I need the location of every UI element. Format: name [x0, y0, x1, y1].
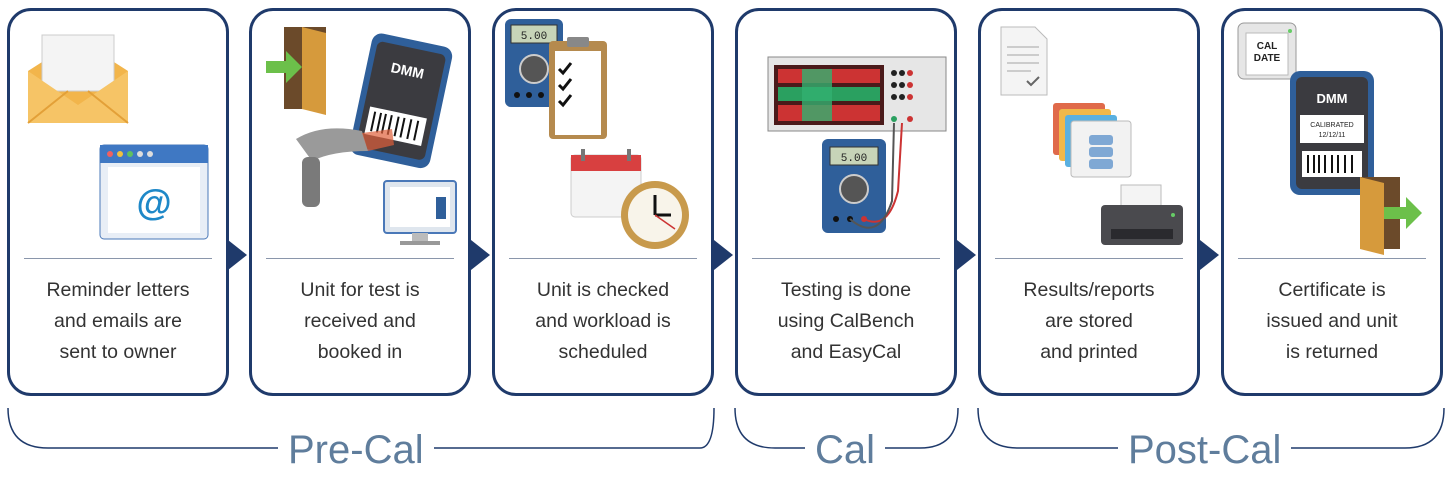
flow-arrow [1200, 240, 1219, 270]
certificate-illustration: CAL DATE DMM CALIBRATED 12/12/11 [1237, 22, 1422, 255]
svg-text:DMM: DMM [1316, 91, 1347, 106]
svg-text:5.00: 5.00 [841, 153, 867, 165]
caption-line: issued and unit [1266, 310, 1398, 332]
scheduling-illustration: 5.00 [505, 19, 689, 249]
caption-line: Unit for test is [300, 279, 420, 301]
caption-line: and printed [1040, 341, 1138, 363]
results-illustration [1000, 26, 1183, 245]
printer-icon [1101, 184, 1183, 245]
card-divider [1238, 258, 1426, 259]
card-divider [995, 258, 1183, 259]
caption-line: booked in [317, 341, 403, 363]
database-folders-icon [1053, 103, 1132, 178]
card-divider [266, 258, 454, 259]
document-icon [1000, 26, 1048, 96]
pre-cal-bracket [7, 407, 715, 449]
step-caption: Certificate is issued and unit is return… [1230, 275, 1434, 368]
browser-email-icon: @ [99, 144, 209, 240]
svg-text:DATE: DATE [1254, 53, 1281, 64]
caption-line: Results/reports [1023, 279, 1155, 301]
caption-line: using CalBench [777, 310, 915, 332]
clock-icon [621, 181, 689, 249]
step-caption: Results/reports are stored and printed [987, 275, 1191, 368]
calendar-icon [570, 149, 642, 218]
calbench-instrument-icon [767, 56, 947, 132]
door-exit-icon [1360, 177, 1422, 255]
caption-line: Reminder letters [46, 279, 190, 301]
booking-illustration: DMM [266, 27, 457, 245]
caption-line: and emails are [54, 310, 182, 332]
dmm-calibrated-tag-icon: DMM CALIBRATED 12/12/11 [1290, 71, 1374, 195]
step-caption: Unit for test is received and booked in [258, 275, 462, 368]
caption-line: Certificate is [1278, 279, 1386, 301]
caption-line: scheduled [558, 341, 648, 363]
card-divider [509, 258, 697, 259]
envelope-icon [27, 34, 129, 124]
caption-line: and EasyCal [790, 341, 902, 363]
phase-label-post-cal: Post-Cal [1118, 418, 1292, 482]
phase-label-pre-cal: Pre-Cal [278, 418, 434, 482]
svg-text:5.00: 5.00 [521, 31, 547, 43]
step-caption: Testing is done using CalBench and EasyC… [744, 275, 948, 368]
caption-line: is returned [1285, 341, 1379, 363]
svg-text:CALIBRATED: CALIBRATED [1310, 122, 1353, 129]
svg-text:@: @ [136, 182, 171, 223]
caption-line: Testing is done [780, 279, 912, 301]
test-leads [849, 122, 903, 229]
caption-line: Unit is checked [536, 279, 670, 301]
monitor-icon [383, 180, 457, 245]
svg-text:12/12/11: 12/12/11 [1319, 132, 1346, 139]
multimeter-icon: 5.00 [505, 19, 563, 107]
flow-arrow [228, 240, 247, 270]
phase-label-cal: Cal [805, 418, 886, 482]
reminder-illustration: @ [27, 34, 209, 240]
step-card-certificate: CAL DATE DMM CALIBRATED 12/12/11 Certifi… [1221, 8, 1443, 396]
caption-line: received and [304, 310, 416, 332]
flow-arrow [957, 240, 976, 270]
step-caption: Reminder letters and emails are sent to … [16, 275, 220, 368]
testing-illustration: 5.00 [767, 56, 947, 233]
flow-arrow [471, 240, 490, 270]
svg-text:DMM: DMM [389, 59, 425, 82]
step-card-reminders: @ Reminder letters and emails are sent t… [7, 8, 229, 396]
caption-line: are stored [1045, 310, 1133, 332]
card-divider [752, 258, 940, 259]
step-card-booking: DMM Unit for test is received and booked… [249, 8, 471, 396]
card-divider [24, 258, 212, 259]
step-card-testing: 5.00 Testing is done using CalBench and … [735, 8, 957, 396]
caption-line: sent to owner [59, 341, 177, 363]
step-card-scheduling: 5.00 Unit is checked and workload is sch… [492, 8, 714, 396]
svg-text:CAL: CAL [1257, 41, 1278, 52]
caption-line: and workload is [535, 310, 671, 332]
barcode-scanner-icon [296, 128, 394, 207]
step-caption: Unit is checked and workload is schedule… [501, 275, 705, 368]
multimeter-icon: 5.00 [822, 139, 886, 233]
label-printer-icon: CAL DATE [1237, 22, 1297, 80]
door-enter-icon [266, 27, 326, 115]
step-card-results: Results/reports are stored and printed [978, 8, 1200, 396]
clipboard-checklist-icon [549, 37, 607, 139]
flow-arrow [714, 240, 733, 270]
